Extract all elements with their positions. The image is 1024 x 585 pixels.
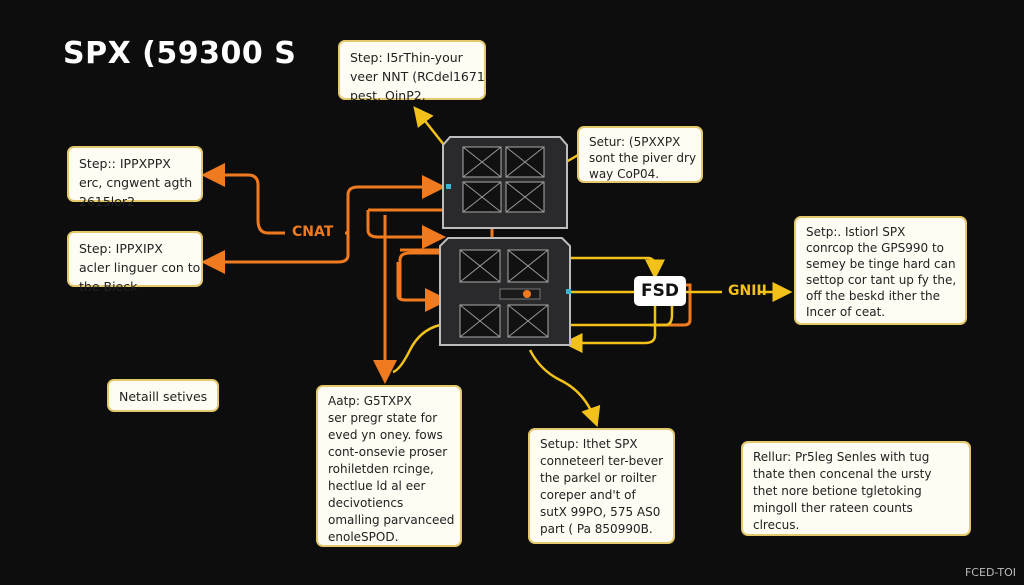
callout-line: thet nore betione tgletoking (753, 484, 922, 498)
callout-line: clrecus. (753, 518, 800, 532)
callout-line: Rellur: Pr5leg Senles with tug (753, 450, 930, 464)
callout-line: omalling parvanceed (328, 513, 455, 527)
gniii-label: GNIII (728, 283, 767, 299)
callout-line: semey be tinge hard can (806, 257, 956, 271)
callout-line: 2615lor2 (79, 194, 136, 209)
callout-bottom-right: Rellur: Pr5leg Senles with tug thate the… (741, 441, 971, 536)
callout-left-step-1: Step:: IPPXPPX erc, cngwent agth 2615lor… (67, 146, 203, 209)
callout-top-step: Step: I5rThin-your veer NNT (RCdel1671 p… (338, 40, 486, 103)
callout-line: Setp:. Istiorl SPX (806, 225, 906, 239)
cnat-label: CNAT (292, 224, 334, 240)
callout-line: Setup: Ithet SPX (540, 437, 638, 451)
callout-line: sont the piver dry (589, 151, 697, 165)
callout-line: Step:: IPPXPPX (79, 156, 171, 171)
callout-line: settop cor tant up fy the, (806, 273, 957, 287)
callout-bottom-mid: Setup: Ithet SPX conneteerl ter-bever th… (528, 428, 675, 544)
callout-line: rohiletden rcinge, (328, 462, 434, 476)
callout-line: Incer of ceat. (806, 305, 886, 319)
server-unit-bottom (439, 237, 571, 346)
callout-right-step: Setp:. Istiorl SPX conrcop the GPS990 to… (794, 216, 967, 325)
callout-left-step-2: Step: IPPXIPX acler linguer con to the B… (67, 231, 203, 294)
callout-line: erc, cngwent agth (79, 175, 193, 190)
page-title: SPX (59300 S (63, 36, 297, 71)
callout-line: mingoll ther rateen counts (753, 501, 913, 515)
callout-line: veer NNT (RCdel1671 (350, 69, 485, 84)
callout-line: Aatp: G5TXPX (328, 394, 412, 408)
callout-line: hectlue ld al eer (328, 479, 426, 493)
callout-line: cont-onsevie proser (328, 445, 448, 459)
callout-right-setup: Setur: (5PXXPX sont the piver dry way Co… (577, 126, 703, 183)
callout-line: the Bieck (79, 279, 138, 294)
callout-line: conrcop the GPS990 to (806, 241, 945, 255)
callout-line: Netaill setives (119, 389, 208, 404)
callout-line: Setur: (5PXXPX (589, 135, 681, 149)
callout-line: pest, OinP2. (350, 88, 426, 103)
callout-line: way CoP04. (589, 167, 660, 181)
callout-netaill: Netaill setives (107, 379, 219, 412)
callout-line: part ( Pa 850990B. (540, 522, 653, 536)
callout-bottom-left: Aatp: G5TXPX ser pregr state for eved yn… (316, 385, 462, 547)
callout-line: Step: IPPXIPX (79, 241, 163, 256)
callout-line: Step: I5rThin-your (350, 50, 463, 65)
footer-watermark: FCED-TOI (964, 566, 1016, 579)
callout-line: off the beskd ither the (806, 289, 941, 303)
callout-line: sutX 99PO, 575 AS0 (540, 505, 661, 519)
callout-line: thate then concenal the ursty (753, 467, 932, 481)
callout-line: decivotiencs (328, 496, 404, 510)
callout-line: acler linguer con to (79, 260, 201, 275)
callout-line: conneteerl ter-bever (540, 454, 664, 468)
callout-line: enoleSPOD. (328, 530, 399, 544)
callout-line: eved yn oney. fows (328, 428, 443, 442)
callout-line: ser pregr state for (328, 411, 438, 425)
fsd-node: FSD (634, 276, 686, 306)
callout-line: the parkel or roilter (540, 471, 657, 485)
callout-line: coreper and't of (540, 488, 636, 502)
server-unit-top (442, 136, 568, 229)
